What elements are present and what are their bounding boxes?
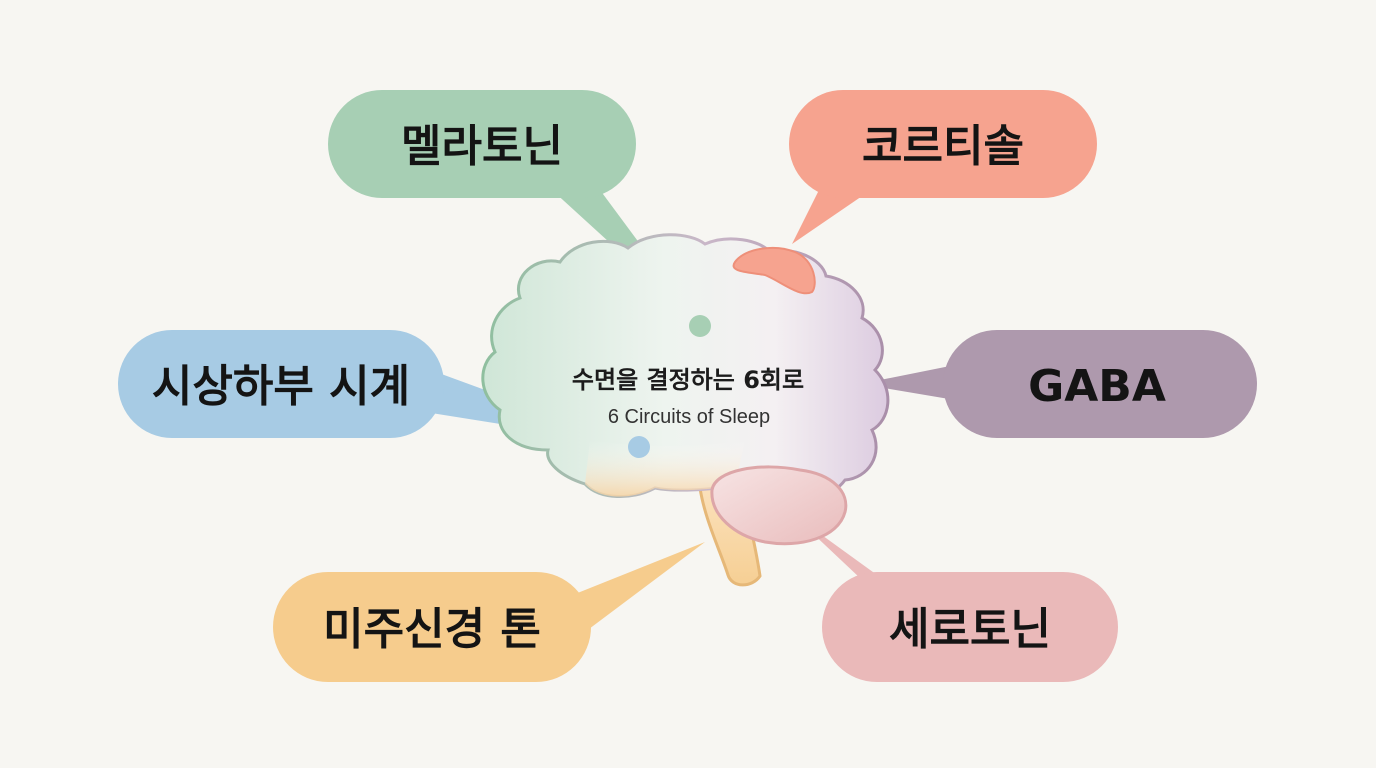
brain-cerebellum — [710, 465, 848, 546]
center-subtitle: 6 Circuits of Sleep — [608, 406, 770, 428]
vagal-bubble: 미주신경 톤 — [273, 572, 591, 682]
serotonin-label: 세로토닌 — [889, 604, 1051, 655]
brain-cerebrum — [481, 233, 890, 499]
circadian-bubble: 시상하부 시계 — [118, 330, 444, 438]
circadian-label: 시상하부 시계 — [152, 361, 410, 412]
gaba-label: GABA — [1028, 361, 1166, 412]
gaba-bubble: GABA — [943, 330, 1257, 438]
melatonin-label: 멜라토닌 — [401, 121, 563, 172]
melatonin-pointer-dot — [689, 315, 711, 337]
brain-illustration: 수면을 결정하는 6회로 6 Circuits of Sleep — [481, 233, 890, 587]
serotonin-bubble: 세로토닌 — [822, 572, 1118, 682]
circadian-pointer-dot — [628, 436, 650, 458]
center-title: 수면을 결정하는 6회로 — [572, 366, 804, 394]
circuit-bubbles: 멜라토닌 코르티솔 시상하부 시계 GABA 미주신경 톤 세로토닌 — [118, 90, 1257, 682]
cortisol-region — [732, 246, 816, 295]
melatonin-bubble: 멜라토닌 — [328, 90, 636, 198]
cortisol-bubble: 코르티솔 — [789, 90, 1097, 198]
cortisol-label: 코르티솔 — [862, 121, 1024, 172]
gaba-tail — [860, 365, 955, 400]
brain-bottom-tint — [585, 440, 745, 497]
cortisol-tail — [792, 192, 868, 244]
vagal-tail — [560, 542, 705, 632]
vagal-label: 미주신경 톤 — [323, 604, 541, 655]
